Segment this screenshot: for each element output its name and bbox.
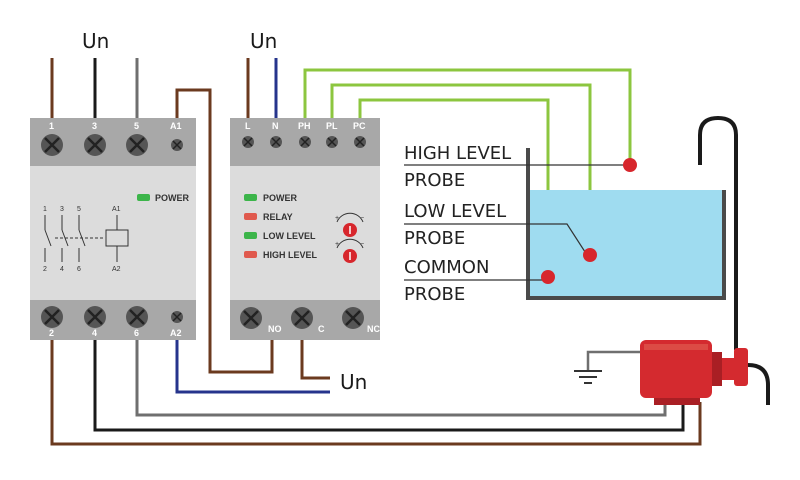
relay-led-high-level [244, 251, 257, 258]
relay-terminal-label: N [272, 121, 279, 131]
contactor-body [30, 166, 196, 300]
schematic-label: 1 [43, 206, 47, 213]
wire-ground [586, 350, 645, 370]
supply-label-contactor: Un [82, 29, 109, 53]
common-probe [541, 270, 555, 284]
relay-terminal-label: PL [326, 121, 338, 131]
wire-pc-common-probe [358, 98, 550, 276]
contactor-power-led [137, 194, 150, 201]
high-level-probe-label-1: HIGH LEVEL [404, 143, 511, 164]
relay-terminal-label: PH [298, 121, 311, 131]
probe-leaders [404, 164, 630, 281]
contactor-power-label: POWER [155, 193, 190, 203]
contactor-schematic [44, 215, 129, 262]
relay-bottom-screws [240, 307, 364, 329]
schematic-label: 3 [60, 206, 64, 213]
contactor-module: 1 3 5 A1 POWER 1 3 5 A1 2 4 6 A2 [30, 118, 196, 340]
relay-terminal-label: C [318, 324, 325, 334]
ground-icon [574, 370, 602, 384]
wire-pl-low-probe [330, 83, 592, 255]
high-level-probe-label-2: PROBE [404, 170, 465, 191]
schematic-label: A2 [112, 266, 121, 273]
relay-led-label: POWER [263, 193, 298, 203]
contactor-terminal-label: A1 [170, 121, 182, 131]
contactor-terminal-label: A2 [170, 328, 182, 338]
tank-walls [526, 148, 726, 300]
schematic-label: 5 [77, 206, 81, 213]
supply-label-relay-bottom: Un [340, 370, 367, 394]
contactor-terminal-label: 1 [49, 121, 54, 131]
supply-label-relay: Un [250, 29, 277, 53]
outlet-pipe [747, 363, 770, 405]
wires [50, 58, 702, 446]
relay-terminal-label: NC [367, 324, 380, 334]
relay-terminal-label: PC [353, 121, 366, 131]
pump-pipe [698, 115, 738, 350]
wire-ph-high-probe [303, 68, 632, 165]
wire-a2-neutral [175, 338, 330, 394]
wire-c-to-un [300, 340, 330, 380]
schematic-label: 2 [43, 266, 47, 273]
wire-a1-to-no [175, 88, 274, 374]
contactor-terminal-label: 3 [92, 121, 97, 131]
svg-text:−: − [360, 215, 364, 222]
relay-led-relay [244, 213, 257, 220]
common-probe-label-1: COMMON [404, 257, 489, 278]
schematic-label: 6 [77, 266, 81, 273]
wire-motor-brown [50, 338, 702, 446]
adjust-knob-icon[interactable]: +− [335, 212, 364, 237]
high-level-probe [623, 158, 637, 172]
schematic-label: A1 [112, 206, 121, 213]
schematic-label: 4 [60, 266, 64, 273]
contactor-terminal-label: 6 [134, 328, 139, 338]
contactor-terminal-label: 2 [49, 328, 54, 338]
low-level-probe [583, 248, 597, 262]
water-tank [526, 148, 726, 300]
svg-text:+: + [335, 241, 339, 248]
svg-text:−: − [360, 241, 364, 248]
relay-led-power [244, 194, 257, 201]
relay-terminal-label: NO [268, 324, 282, 334]
contactor-bottom-screws [41, 306, 183, 328]
svg-text:+: + [335, 215, 339, 222]
contactor-terminal-label: 5 [134, 121, 139, 131]
relay-led-label: HIGH LEVEL [263, 250, 318, 260]
wire-motor-gray [135, 338, 667, 417]
water [530, 190, 722, 296]
relay-led-label: LOW LEVEL [263, 231, 316, 241]
relay-led-low-level [244, 232, 257, 239]
relay-terminal-label: L [245, 121, 251, 131]
relay-led-label: RELAY [263, 212, 293, 222]
contactor-top-screws [41, 134, 183, 156]
common-probe-label-2: PROBE [404, 284, 465, 305]
low-level-probe-label-2: PROBE [404, 228, 465, 249]
contactor-terminal-label: 4 [92, 328, 97, 338]
low-level-probe-label-1: LOW LEVEL [404, 201, 506, 222]
wire-motor-black [93, 338, 685, 432]
pump-motor-icon [640, 340, 748, 405]
adjust-knob-icon[interactable]: +− [335, 238, 364, 263]
level-relay-module: L N PH PL PC POWER RELAY LOW LEVEL HIGH … [230, 118, 380, 340]
relay-top-screws [242, 136, 366, 148]
